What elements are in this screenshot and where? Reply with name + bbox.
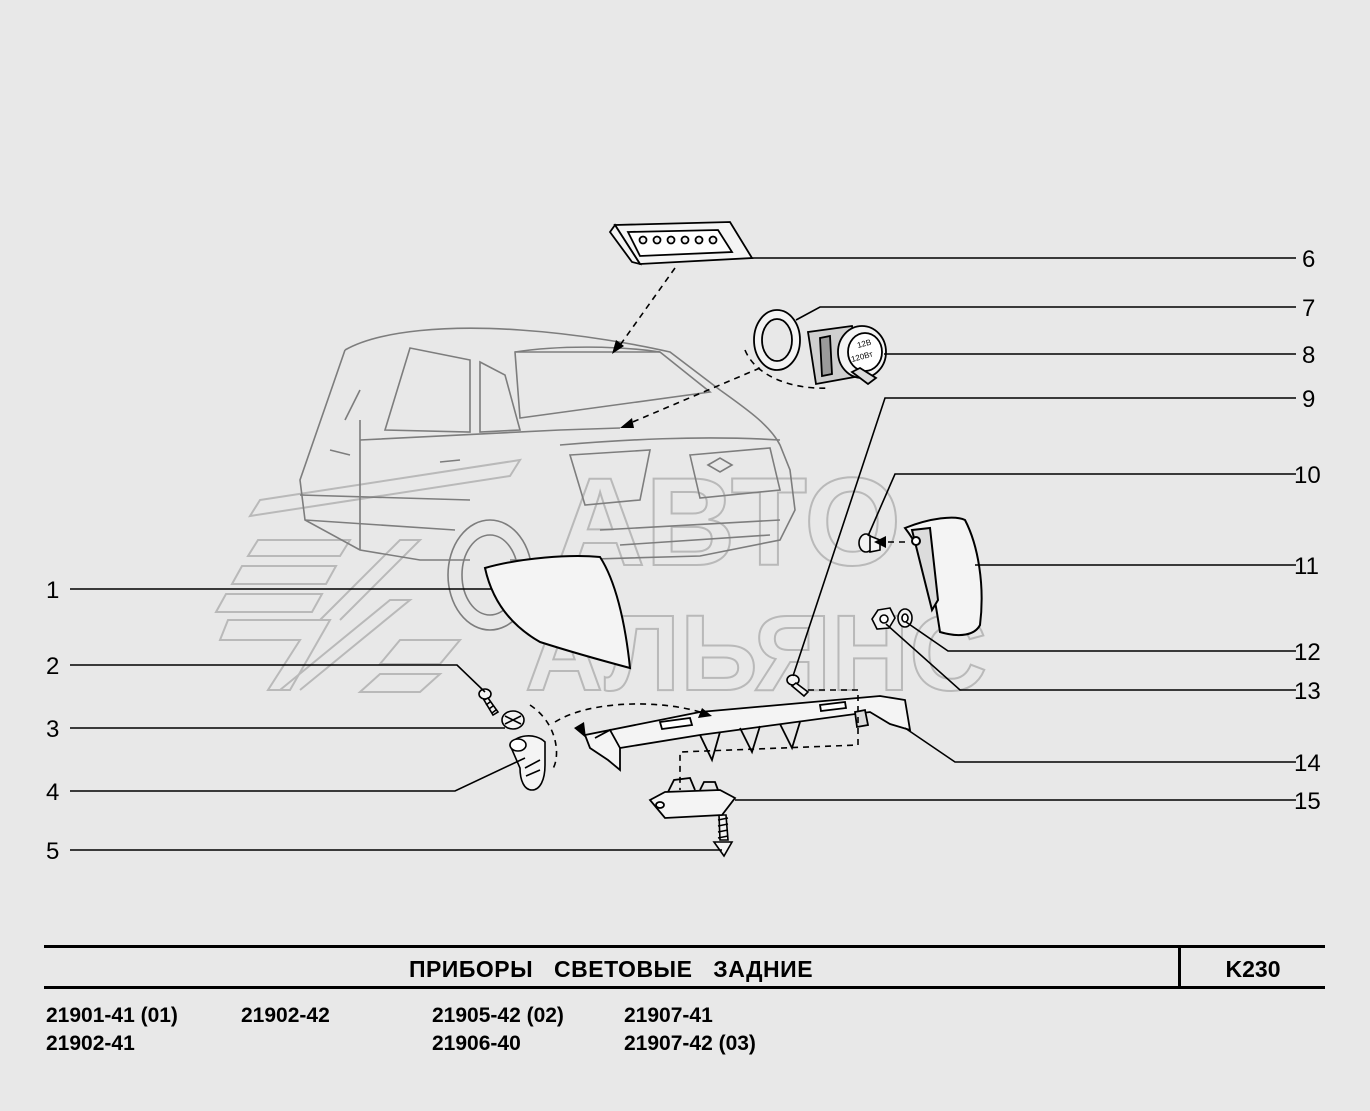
callout-numbers: 1 2 3 4 5 6 7 8 9 10 11 12 13 14 15 (46, 246, 1321, 865)
watermark-logo-icon (214, 458, 523, 693)
model-code: 21907-42 (03) (624, 1032, 756, 1055)
parts-diagram: АВТО АЛЬЯНС (46, 221, 1321, 865)
callout-3: 3 (46, 716, 59, 743)
model-code: 21902-41 (46, 1032, 135, 1055)
callout-1: 1 (46, 577, 59, 604)
model-code: 21901-41 (01) (46, 1004, 178, 1027)
callout-8: 8 (1302, 342, 1315, 369)
callout-12: 12 (1294, 639, 1321, 666)
part-15-plate-lamp (648, 777, 737, 819)
catalog-code: K230 (1225, 956, 1281, 982)
part-10-bulb (858, 533, 881, 553)
part-2-screw (478, 688, 500, 717)
part-7-ring (753, 309, 801, 371)
part-6-high-stop-lamp (608, 221, 754, 266)
callout-5: 5 (46, 838, 59, 865)
callout-6: 6 (1302, 246, 1315, 273)
title-divider (1178, 948, 1181, 986)
callout-13: 13 (1294, 678, 1321, 705)
callout-14: 14 (1294, 750, 1321, 777)
callout-11: 11 (1294, 553, 1319, 580)
socket-label-1: 12В (856, 338, 872, 350)
callout-4: 4 (46, 779, 59, 806)
part-5-screw (712, 814, 734, 858)
part-13-nut (871, 607, 896, 630)
part-4-holder (509, 735, 546, 791)
callout-10: 10 (1294, 462, 1321, 489)
callout-9: 9 (1302, 386, 1315, 413)
part-8-socket: 12В 120Вт (806, 324, 887, 386)
callout-7: 7 (1302, 295, 1315, 322)
part-3-clip (501, 710, 525, 730)
page-title: ПРИБОРЫ СВЕТОВЫЕ ЗАДНИЕ (408, 956, 814, 982)
model-code: 21906-40 (432, 1032, 521, 1055)
model-code: 21905-42 (02) (432, 1004, 564, 1027)
title-block: ПРИБОРЫ СВЕТОВЫЕ ЗАДНИЕ K230 (44, 945, 1325, 989)
part-11-side-lamp (903, 516, 983, 637)
part-12-washer (897, 608, 913, 628)
callout-2: 2 (46, 653, 59, 680)
model-code: 21902-42 (241, 1004, 330, 1027)
leader-lines (70, 257, 1296, 851)
assembly-arrows (529, 267, 905, 790)
part-1-tail-lamp (483, 555, 632, 670)
model-code: 21907-41 (624, 1004, 713, 1027)
callout-15: 15 (1294, 788, 1321, 815)
arrow-heads (574, 340, 886, 738)
